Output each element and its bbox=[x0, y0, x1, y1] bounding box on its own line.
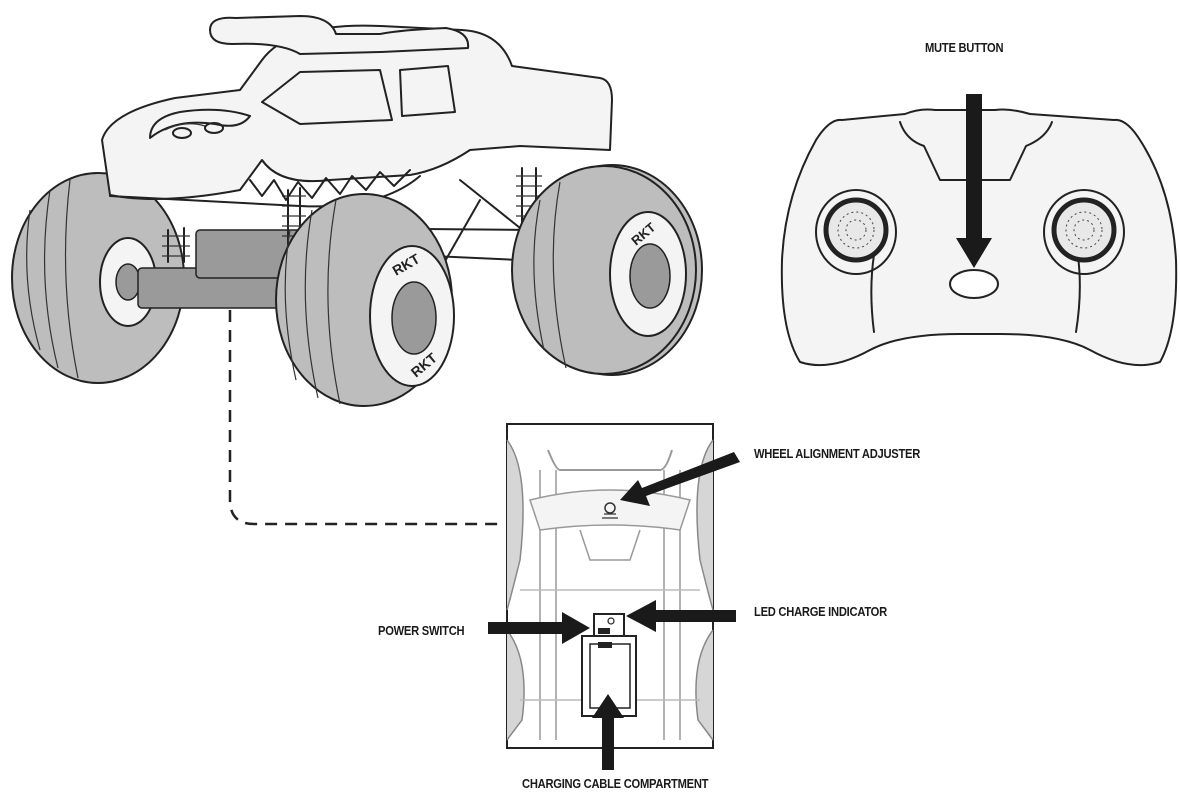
led-indicator-arrow bbox=[626, 600, 736, 632]
mute-button bbox=[949, 269, 999, 299]
power-switch-arrow bbox=[488, 612, 590, 644]
mute-button-arrow bbox=[956, 94, 992, 268]
led-charge-indicator-label: LED CHARGE INDICATOR bbox=[754, 604, 887, 619]
power-switch-label: POWER SWITCH bbox=[378, 623, 465, 638]
mute-button-label: MUTE BUTTON bbox=[925, 40, 1004, 55]
left-joystick bbox=[823, 197, 889, 263]
right-joystick bbox=[1051, 197, 1117, 263]
wheel-alignment-arrow bbox=[620, 452, 740, 506]
front-left-tire bbox=[275, 193, 455, 407]
wheel-alignment-adjuster bbox=[602, 502, 618, 519]
wheel-alignment-adjuster-label: WHEEL ALIGNMENT ADJUSTER bbox=[754, 446, 921, 461]
monster-truck-illustration: RKT RKT RKT bbox=[11, 15, 703, 407]
charging-compartment-arrow bbox=[592, 694, 624, 770]
power-switch bbox=[598, 628, 610, 634]
charging-cable-compartment-label: CHARGING CABLE COMPARTMENT bbox=[522, 776, 709, 791]
dashed-leader-line bbox=[228, 310, 505, 526]
truck-body bbox=[101, 15, 613, 208]
front-right-tire bbox=[511, 165, 697, 375]
